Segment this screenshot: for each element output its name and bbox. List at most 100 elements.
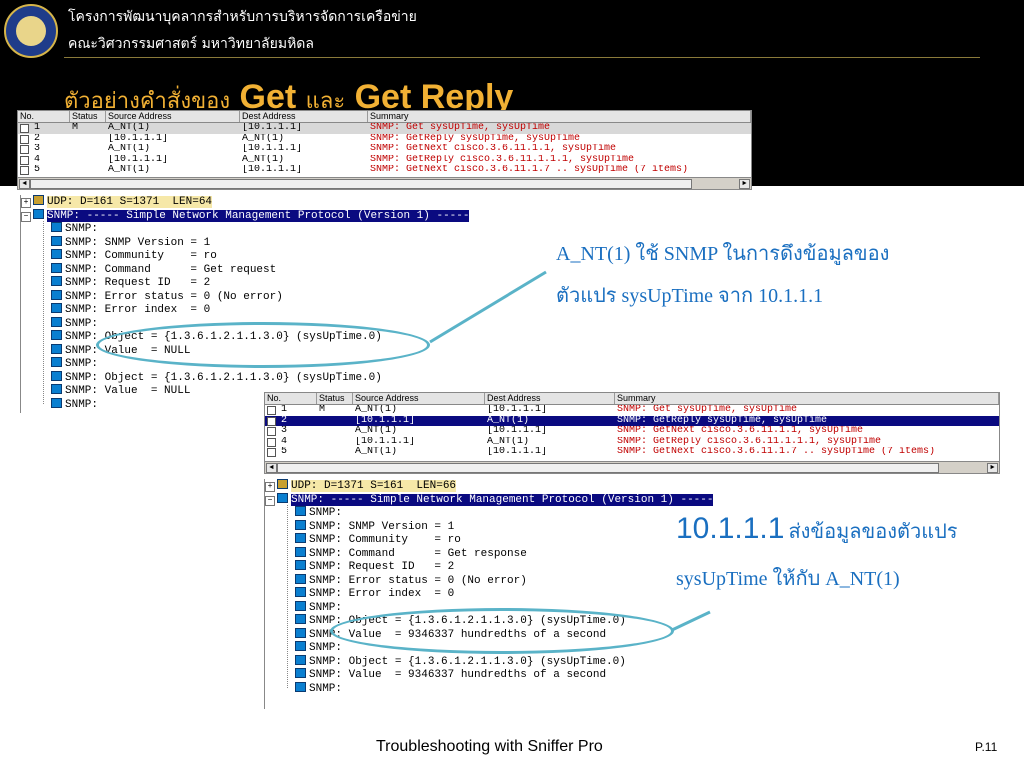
row-checkbox[interactable] (265, 416, 279, 427)
cell-dst: [10.1.1.1] (242, 123, 303, 133)
cell-src: A_NT(1) (108, 165, 151, 175)
decode-node-icon (51, 370, 62, 381)
tree-snmp-field[interactable]: SNMP: SNMP Version = 1 (21, 235, 501, 250)
column-header[interactable]: Summary (368, 111, 751, 122)
tree-snmp-field[interactable]: SNMP: Object = {1.3.6.1.2.1.1.3.0} (sysU… (21, 370, 501, 385)
row-checkbox[interactable] (18, 134, 32, 145)
table-row[interactable]: 4[10.1.1.1]A_NT(1)SNMP: GetReply cisco.3… (265, 437, 999, 448)
table-row[interactable]: 4[10.1.1.1]A_NT(1)SNMP: GetReply cisco.3… (18, 155, 751, 166)
cell-summary: SNMP: GetNext cisco.3.6.11.1.7 .. sysUpT… (370, 165, 689, 175)
tree-snmp-field[interactable]: SNMP: (265, 506, 745, 520)
tree-snmp-node[interactable]: −SNMP: ----- Simple Network Management P… (21, 208, 501, 223)
column-header[interactable]: Status (70, 111, 106, 122)
scroll-right-icon[interactable]: ► (739, 179, 750, 189)
decode-text: SNMP: ----- Simple Network Management Pr… (291, 493, 714, 506)
table-row[interactable]: 2[10.1.1.1]A_NT(1)SNMP: GetReply sysUpTi… (18, 134, 751, 145)
cell-summary: SNMP: GetReply cisco.3.6.11.1.1.1, sysUp… (617, 436, 882, 447)
cell-src: A_NT(1) (108, 144, 151, 154)
column-header[interactable]: Source Address (106, 111, 240, 122)
footer-title: Troubleshooting with Sniffer Pro (376, 738, 603, 755)
row-checkbox[interactable] (18, 144, 32, 155)
tree-snmp-field[interactable]: SNMP: (21, 316, 501, 331)
tree-snmp-field[interactable]: SNMP: Command = Get response (265, 546, 745, 561)
column-header[interactable]: Status (317, 393, 353, 404)
org-name-line2: คณะวิศวกรรมศาสตร์ มหาวิทยาลัยมหิดล (68, 36, 314, 52)
column-header[interactable]: Source Address (353, 393, 485, 404)
tree-snmp-field[interactable]: SNMP: Community = ro (265, 533, 745, 547)
decode-text: SNMP: (309, 601, 343, 614)
decode-text: SNMP: Value = 9346337 hundredths of a se… (309, 669, 607, 681)
decode-node-icon (295, 519, 306, 530)
decode-tree-request[interactable]: +UDP: D=161 S=1371 LEN=64−SNMP: ----- Si… (20, 195, 501, 413)
tree-snmp-field[interactable]: SNMP: Value = 9346337 hundredths of a se… (265, 668, 745, 682)
tree-snmp-field[interactable]: SNMP: Value = NULL (21, 384, 501, 398)
horizontal-scrollbar[interactable]: ◄► (18, 177, 751, 189)
scroll-thumb[interactable] (30, 179, 692, 189)
horizontal-scrollbar[interactable]: ◄► (265, 461, 999, 473)
collapse-icon[interactable]: − (265, 495, 275, 506)
tree-snmp-field[interactable]: SNMP: (21, 222, 501, 236)
tree-snmp-field[interactable]: SNMP: Error index = 0 (265, 587, 745, 601)
tree-snmp-field[interactable]: SNMP: (265, 641, 745, 655)
expand-icon[interactable]: + (21, 198, 31, 208)
column-header[interactable]: No. (18, 111, 70, 122)
tree-snmp-field[interactable]: SNMP: (21, 357, 501, 371)
tree-udp-node[interactable]: +UDP: D=1371 S=161 LEN=66 (265, 479, 745, 493)
cell-src: A_NT(1) (355, 447, 398, 457)
tree-snmp-field[interactable]: SNMP: (21, 397, 501, 412)
decode-text: SNMP: (65, 223, 99, 235)
cell-no: 2 (34, 133, 41, 144)
cell-dst: A_NT(1) (242, 154, 285, 165)
column-header[interactable]: Dest Address (240, 111, 368, 122)
row-checkbox[interactable] (18, 165, 32, 176)
decode-text: SNMP: SNMP Version = 1 (65, 236, 211, 249)
row-checkbox[interactable] (18, 155, 32, 166)
tree-snmp-field[interactable]: SNMP: Request ID = 2 (21, 276, 501, 290)
row-checkbox[interactable] (265, 426, 279, 437)
decode-text: SNMP: (65, 317, 99, 330)
tree-snmp-node[interactable]: − SNMP: ----- Simple Network Management P… (265, 492, 745, 507)
column-header[interactable]: Dest Address (485, 393, 615, 404)
cell-dst: [10.1.1.1] (242, 165, 303, 175)
cell-dst: [10.1.1.1] (487, 447, 548, 457)
tree-snmp-field[interactable]: SNMP: (265, 681, 745, 696)
tree-snmp-field[interactable]: SNMP: Error status = 0 (No error) (265, 573, 745, 588)
tree-snmp-field[interactable]: SNMP: Request ID = 2 (265, 560, 745, 574)
tree-udp-node[interactable]: +UDP: D=161 S=1371 LEN=64 (21, 195, 501, 209)
tree-snmp-field[interactable]: SNMP: Community = ro (21, 249, 501, 263)
table-row[interactable]: 2[10.1.1.1]A_NT(1)SNMP: GetReply sysUpTi… (265, 415, 999, 427)
decode-node-icon (51, 303, 62, 313)
decode-text: SNMP: (309, 507, 343, 519)
cell-dst: A_NT(1) (487, 415, 530, 426)
row-checkbox[interactable] (265, 437, 279, 448)
row-checkbox[interactable] (18, 123, 32, 134)
decode-text: SNMP: Command = Get response (309, 547, 527, 560)
tree-snmp-field[interactable]: SNMP: (265, 600, 745, 615)
scroll-right-icon[interactable]: ► (987, 463, 998, 473)
cell-no: 4 (34, 154, 41, 165)
row-checkbox[interactable] (265, 447, 279, 458)
scroll-left-icon[interactable]: ◄ (266, 463, 277, 473)
tree-snmp-field[interactable]: SNMP: Command = Get request (21, 262, 501, 277)
collapse-icon[interactable]: − (21, 211, 31, 222)
column-header[interactable]: Summary (615, 393, 999, 404)
row-checkbox[interactable] (265, 405, 279, 416)
tree-snmp-field[interactable]: SNMP: SNMP Version = 1 (265, 519, 745, 534)
expand-icon[interactable]: + (265, 482, 275, 492)
tree-snmp-field[interactable]: SNMP: Error index = 0 (21, 303, 501, 317)
tree-snmp-field[interactable]: SNMP: Object = {1.3.6.1.2.1.1.3.0} (sysU… (265, 654, 745, 669)
scroll-left-icon[interactable]: ◄ (19, 179, 30, 189)
annotation-response-ip: 10.1.1.1 (676, 512, 785, 545)
column-header[interactable]: No. (265, 393, 317, 404)
scroll-thumb[interactable] (277, 463, 939, 473)
tree-snmp-field[interactable]: SNMP: Error status = 0 (No error) (21, 289, 501, 304)
decode-tree-response[interactable]: +UDP: D=1371 S=161 LEN=66 − SNMP: ----- Si… (264, 479, 745, 709)
